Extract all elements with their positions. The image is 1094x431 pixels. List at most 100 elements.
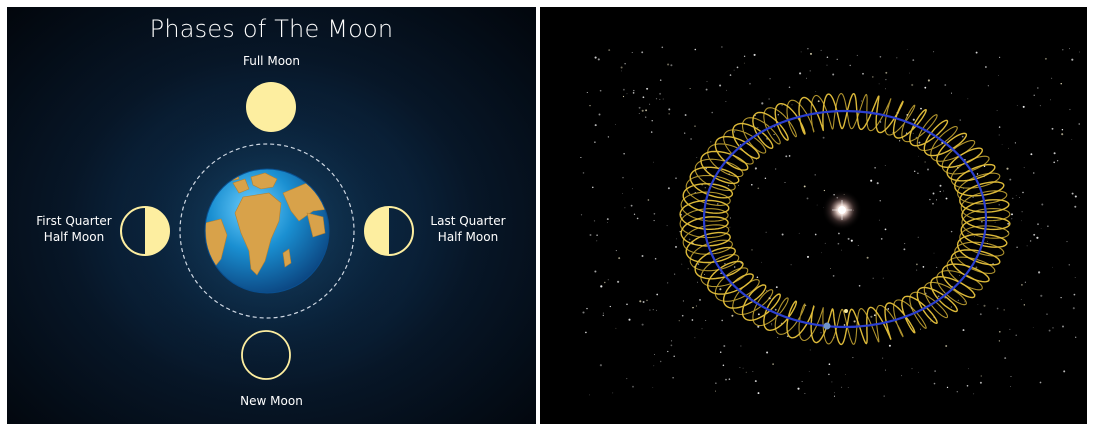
star xyxy=(1060,296,1062,299)
star xyxy=(976,173,979,175)
star xyxy=(667,350,669,353)
star xyxy=(1071,139,1073,140)
star xyxy=(814,174,816,176)
star xyxy=(806,197,809,200)
star xyxy=(624,63,626,65)
star xyxy=(1008,147,1009,149)
star xyxy=(950,306,952,308)
star xyxy=(967,368,969,370)
star xyxy=(775,168,777,170)
star xyxy=(884,228,887,231)
star xyxy=(946,386,949,389)
star xyxy=(918,141,921,144)
earth-icon xyxy=(204,168,330,294)
star xyxy=(659,98,661,100)
star xyxy=(878,83,880,85)
star xyxy=(809,349,811,351)
star xyxy=(800,51,802,53)
star xyxy=(887,308,890,310)
star xyxy=(933,51,935,53)
star xyxy=(743,55,746,57)
star xyxy=(615,250,617,252)
star xyxy=(586,91,588,94)
star xyxy=(728,378,731,380)
last-quarter-line1: Last Quarter xyxy=(430,214,506,228)
star xyxy=(710,141,712,143)
star xyxy=(593,220,596,222)
star xyxy=(790,264,792,266)
star xyxy=(927,168,929,171)
star xyxy=(850,239,853,242)
star xyxy=(772,363,774,365)
star xyxy=(826,64,828,66)
star xyxy=(609,305,611,308)
star xyxy=(599,89,602,92)
star xyxy=(704,186,707,189)
star xyxy=(638,112,640,115)
orbit-diagram xyxy=(580,46,1080,397)
orbit-panel xyxy=(540,7,1087,424)
star xyxy=(879,200,881,202)
star xyxy=(1009,328,1011,330)
star xyxy=(599,364,602,367)
star xyxy=(684,132,686,134)
star xyxy=(935,199,938,201)
star xyxy=(607,136,610,138)
star xyxy=(1033,94,1035,96)
star xyxy=(916,263,918,266)
star xyxy=(806,255,810,258)
star xyxy=(841,386,843,388)
star xyxy=(661,46,664,49)
star xyxy=(582,172,585,174)
star xyxy=(916,269,918,271)
star xyxy=(959,119,961,121)
star xyxy=(834,392,836,394)
star xyxy=(958,275,960,276)
star xyxy=(1039,381,1042,384)
star xyxy=(602,314,604,317)
star xyxy=(1062,49,1064,51)
star xyxy=(641,109,644,112)
star xyxy=(696,157,698,158)
star xyxy=(964,301,966,303)
star xyxy=(798,232,800,234)
star xyxy=(998,134,1000,136)
star xyxy=(1060,83,1062,85)
star xyxy=(1061,128,1064,131)
star xyxy=(832,275,835,277)
star xyxy=(845,374,846,375)
star xyxy=(879,56,882,58)
star xyxy=(929,198,931,201)
star xyxy=(883,395,885,397)
star xyxy=(668,108,671,111)
star xyxy=(1074,205,1077,208)
star xyxy=(998,340,1001,342)
star xyxy=(847,237,850,240)
star xyxy=(1014,142,1016,144)
star xyxy=(667,282,669,284)
star xyxy=(785,155,788,158)
star xyxy=(824,242,826,244)
star xyxy=(642,301,645,303)
star xyxy=(781,233,784,236)
star xyxy=(751,183,753,186)
star xyxy=(788,155,791,157)
star xyxy=(956,390,959,393)
star xyxy=(598,113,601,116)
star xyxy=(672,377,674,379)
star xyxy=(626,378,628,380)
star xyxy=(832,73,835,76)
star xyxy=(882,357,884,359)
star xyxy=(738,185,739,186)
star xyxy=(659,79,662,81)
star xyxy=(734,266,736,268)
last-quarter-moon-icon xyxy=(364,206,414,256)
star xyxy=(684,114,687,116)
star xyxy=(841,249,842,251)
star xyxy=(694,48,697,51)
star xyxy=(967,233,969,235)
moon-marker-icon xyxy=(844,309,848,313)
star xyxy=(944,84,947,86)
star xyxy=(699,299,701,301)
star xyxy=(694,125,696,127)
